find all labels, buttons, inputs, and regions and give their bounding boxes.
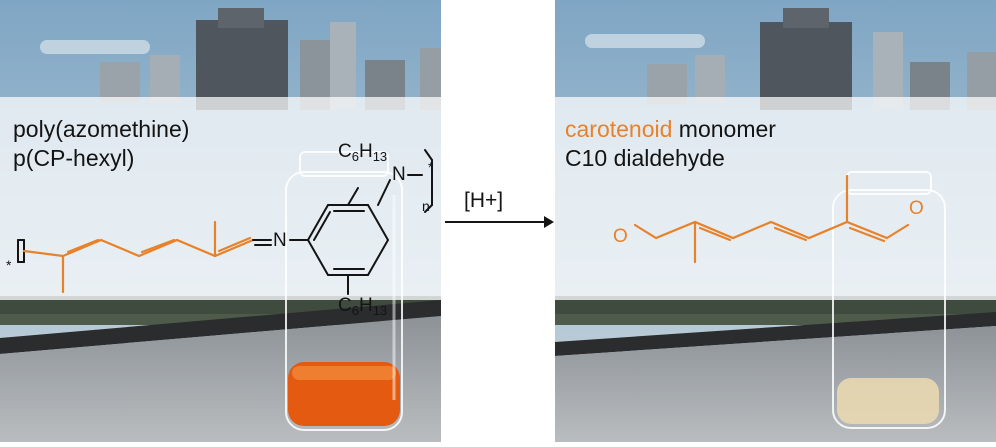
repeat-unit-n: n: [422, 198, 430, 214]
hexyl-top-label: C6H13: [338, 141, 388, 164]
aldehyde-oxygen-right: O: [909, 198, 924, 219]
reagent-label: [H+]: [464, 189, 504, 212]
product-name: carotenoid monomer: [565, 116, 776, 142]
hexyl-bottom-label: C6H13: [338, 295, 388, 318]
imine-nitrogen-label: N: [273, 230, 287, 251]
ring-nitrogen-label: N: [392, 164, 406, 185]
chain-end-star-right: *: [428, 159, 434, 175]
after-photo-panel: carotenoid monomer C10 dialdehyde O O: [555, 0, 996, 442]
reaction-arrow-area: [441, 0, 555, 442]
polymer-code: p(CP-hexyl): [13, 145, 135, 171]
polymer-name: poly(azomethine): [13, 116, 190, 142]
before-photo-panel: poly(azomethine) p(CP-hexyl): [0, 0, 441, 442]
aldehyde-oxygen-left: O: [613, 226, 628, 247]
product-code: C10 dialdehyde: [565, 145, 725, 171]
reaction-arrow: [445, 216, 554, 228]
chain-end-star-left: *: [6, 257, 12, 273]
